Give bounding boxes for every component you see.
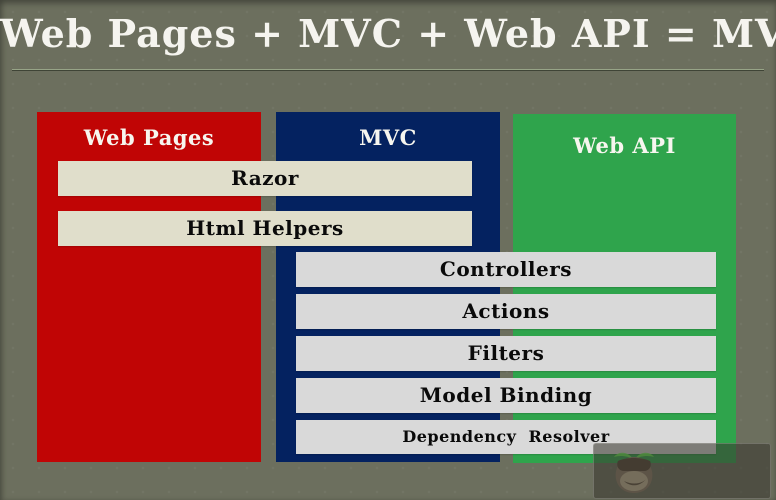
bar-actions: Actions	[296, 294, 716, 329]
column-mvc-header: MVC	[359, 125, 417, 150]
bar-html-helpers: Html Helpers	[58, 211, 472, 246]
column-web-api-header: Web API	[573, 133, 676, 158]
sloth-logo-icon	[614, 452, 654, 493]
logo-watermark	[593, 443, 771, 499]
column-web-pages-header: Web Pages	[83, 125, 215, 150]
bar-model-binding: Model Binding	[296, 378, 716, 413]
bar-controllers: Controllers	[296, 252, 716, 287]
bar-filters: Filters	[296, 336, 716, 371]
title-divider	[12, 69, 764, 70]
slide-title: Web Pages + MVC + Web API = MVC 6	[0, 11, 776, 56]
bar-razor: Razor	[58, 161, 472, 196]
